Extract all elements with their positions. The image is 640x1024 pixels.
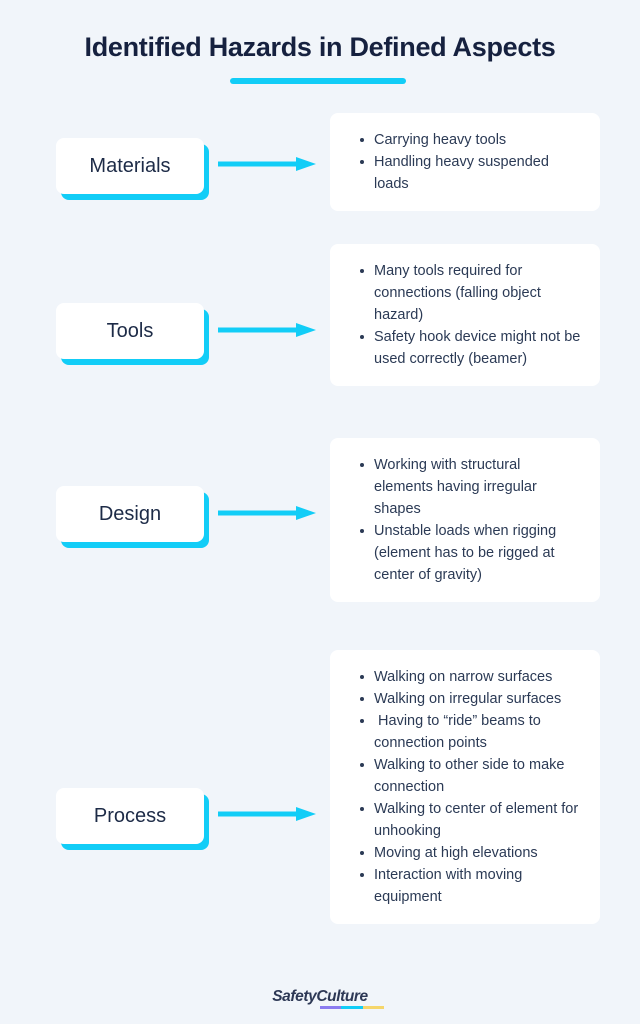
hazard-card-process: Walking on narrow surfaces Walking on ir… [330,650,600,924]
underline-segment-purple [319,1006,342,1009]
hazard-card-tools: Many tools required for connections (fal… [330,244,600,386]
page-title: Identified Hazards in Defined Aspects [84,32,556,62]
list-item: Walking on irregular surfaces [360,688,582,710]
hazard-list: Carrying heavy tools Handling heavy susp… [352,129,582,195]
arrow-right-icon [218,505,316,521]
underline-segment-yellow [362,1006,384,1009]
hazard-card-materials: Carrying heavy tools Handling heavy susp… [330,113,600,211]
aspect-label-materials[interactable]: Materials [56,138,204,194]
list-item: Walking on narrow surfaces [360,666,582,688]
hazard-list: Many tools required for connections (fal… [352,260,582,370]
list-item: Unstable loads when rigging (element has… [360,520,582,586]
list-item: Moving at high elevations [360,842,582,864]
aspect-label-tools[interactable]: Tools [56,303,204,359]
aspect-label-design[interactable]: Design [56,486,204,542]
list-item: Many tools required for connections (fal… [360,260,582,326]
aspect-label-text: Materials [89,155,171,177]
list-item: Walking to other side to make connection [360,754,582,798]
arrow-right-icon [218,322,316,338]
hazard-list: Walking on narrow surfaces Walking on ir… [352,666,582,908]
list-item: Safety hook device might not be used cor… [360,326,582,370]
list-item: Interaction with moving equipment [360,864,582,908]
aspect-label-text: Design [98,503,162,525]
title-accent-bar [230,78,406,84]
list-item: Walking to center of element for unhooki… [360,798,582,842]
arrow-right-icon [218,806,316,822]
brand-underline [319,1006,384,1009]
aspect-label-process[interactable]: Process [56,788,204,844]
aspect-label-text: Tools [106,320,154,342]
brand-name-safety: Safety [272,988,317,1005]
list-item: Having to “ride” beams to connection poi… [360,710,582,754]
list-item: Working with structural elements having … [360,454,582,520]
list-item: Handling heavy suspended loads [360,151,582,195]
aspect-label-text: Process [93,805,167,827]
underline-segment-cyan [341,1006,363,1009]
footer-logo: SafetyCulture [0,988,640,1009]
hazard-list: Working with structural elements having … [352,454,582,586]
hazard-card-design: Working with structural elements having … [330,438,600,602]
brand-name-culture: Culture [316,988,368,1005]
arrow-right-icon [218,156,316,172]
safetyculture-logo: SafetyCulture [272,988,384,1009]
list-item: Carrying heavy tools [360,129,582,151]
